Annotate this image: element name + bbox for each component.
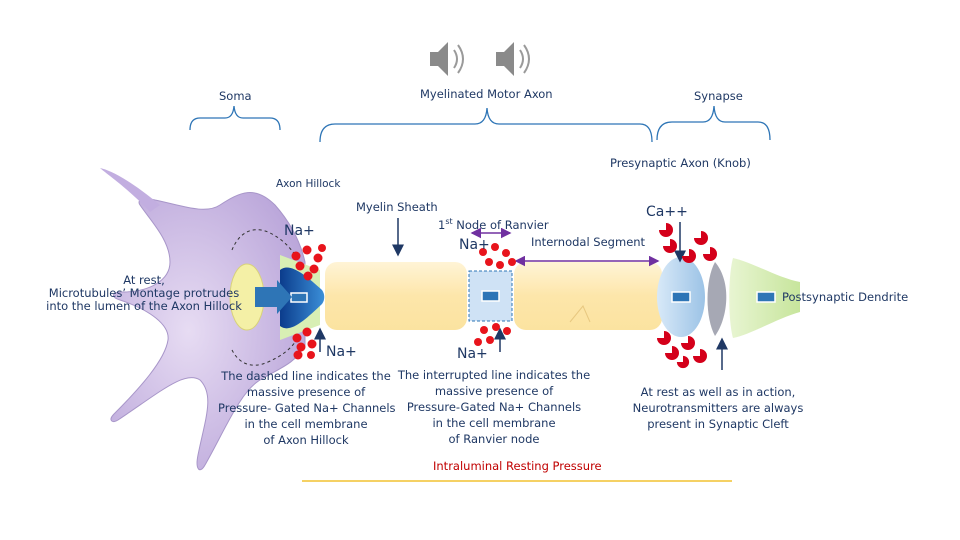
intraluminal-label: Intraluminal Resting Pressure <box>433 459 602 473</box>
hillock-label: Axon Hillock <box>276 178 341 190</box>
sodium-ions-hillock-bottom <box>292 327 317 360</box>
myelin-segment-2 <box>514 262 662 330</box>
synapse-note-line: Neurotransmitters are always <box>632 401 804 416</box>
synapse-note: At rest as well as in action, Neurotrans… <box>628 384 808 432</box>
negative-charge-hillock <box>290 292 308 303</box>
na-hillock-top: Na+ <box>284 223 315 239</box>
rest-note-line: Microtubules’ Montage protrudes <box>48 286 240 301</box>
dashed-note-line: The dashed line indicates the <box>221 369 391 383</box>
header-synapse: Synapse <box>694 89 743 103</box>
brace-synapse <box>656 105 771 141</box>
presynaptic-label: Presynaptic Axon (Knob) <box>610 156 751 170</box>
rest-note-line: At rest, <box>123 273 165 287</box>
internodal-label: Internodal Segment <box>531 235 646 249</box>
interrupted-note-line: massive presence of <box>434 384 554 399</box>
calcium-ions-top <box>659 223 717 263</box>
dashed-note-line: of Axon Hillock <box>263 433 349 448</box>
sodium-ions-node-top <box>479 243 516 269</box>
speaker-icon[interactable] <box>430 42 464 76</box>
na-hillock-bottom: Na+ <box>326 344 357 360</box>
negative-charge-knob <box>671 291 691 303</box>
brace-soma <box>189 105 281 131</box>
dashed-line-note: The dashed line indicates the massive pr… <box>218 368 396 448</box>
node-label: 1st Node of Ranvier <box>438 217 549 232</box>
dashed-note-line: Pressure- Gated Na+ Channels <box>218 401 396 416</box>
header-soma: Soma <box>219 89 252 103</box>
hillock-dashed-line <box>231 229 301 366</box>
na-node-bottom: Na+ <box>457 346 488 362</box>
faint-arrow <box>569 305 591 323</box>
na-node-top: Na+ <box>459 237 490 253</box>
interrupted-note-line: of Ranvier node <box>448 432 540 447</box>
negative-charge-dendrite <box>756 291 776 303</box>
synaptic-cleft <box>707 262 727 336</box>
ca-label: Ca++ <box>646 204 688 220</box>
sodium-ions-hillock-top <box>291 244 326 281</box>
microtubule-arrow <box>255 280 292 314</box>
dashed-note-line: massive presence of <box>246 385 366 400</box>
myelin-label: Myelin Sheath <box>356 200 438 214</box>
rest-note: At rest, Microtubules’ Montage protrudes… <box>44 273 244 314</box>
brace-axon <box>319 107 653 143</box>
soma-dendrite <box>100 168 160 212</box>
interrupted-note-line: in the cell membrane <box>432 416 556 431</box>
interrupted-line-note: The interrupted line indicates the massi… <box>394 367 594 447</box>
postsynaptic-label: Postsynaptic Dendrite <box>782 290 909 304</box>
speaker-icon[interactable] <box>496 42 530 76</box>
interrupted-note-line: Pressure-Gated Na+ Channels <box>406 400 582 415</box>
dashed-note-line: in the cell membrane <box>244 417 368 432</box>
header-axon: Myelinated Motor Axon <box>420 87 553 101</box>
rest-note-line: into the lumen of the Axon Hillock <box>46 299 242 314</box>
myelin-segment-1 <box>325 262 467 330</box>
negative-charge-node <box>481 290 500 302</box>
synapse-note-line: present in Synaptic Cleft <box>647 417 789 432</box>
soma-body <box>110 191 306 471</box>
interrupted-note-line: The interrupted line indicates the <box>397 368 591 382</box>
synapse-note-line: At rest as well as in action, <box>640 385 796 399</box>
sodium-ions-node-bottom <box>474 323 511 346</box>
